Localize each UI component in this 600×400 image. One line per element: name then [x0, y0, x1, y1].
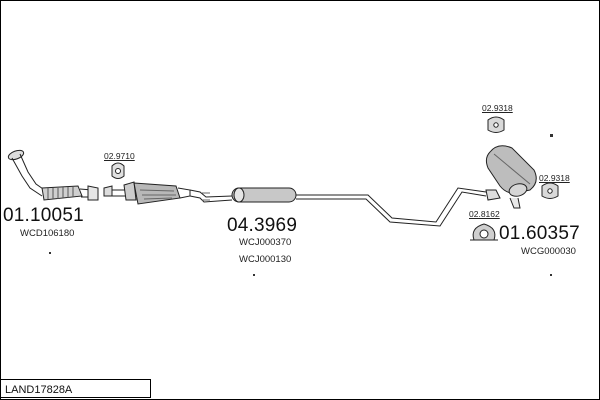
rear-hanger-side-number: 02.9318 [539, 173, 570, 183]
diagram-code-box: LAND17828A [1, 379, 151, 398]
rear-hanger-top-part[interactable] [487, 116, 505, 133]
rear-hanger-side-part[interactable] [541, 182, 559, 199]
rear-clamp-number: 02.8162 [469, 209, 500, 219]
middle-silencer-ref-1: WCJ000370 [239, 237, 292, 248]
middle-silencer-ref-2: WCJ000130 [239, 254, 292, 265]
rear-silencer-part[interactable] [485, 145, 537, 209]
front-hanger-part[interactable] [111, 162, 125, 179]
middle-silencer-part[interactable] [231, 187, 487, 227]
diagram-code: LAND17828A [5, 384, 73, 396]
front-pipe-part[interactable] [7, 149, 99, 201]
rear-clamp-part[interactable] [470, 223, 498, 241]
front-pipe-number: 01.10051 [3, 205, 84, 226]
catalyst-part[interactable] [103, 181, 233, 205]
rear-hanger-top-number: 02.9318 [482, 103, 513, 113]
rear-silencer-number: 01.60357 [499, 223, 580, 244]
front-hanger-number: 02.9710 [104, 151, 135, 161]
front-pipe-ref: WCD106180 [20, 228, 75, 239]
middle-silencer-number: 04.3969 [227, 215, 298, 236]
reference-dots [49, 134, 553, 276]
rear-silencer-ref: WCG000030 [521, 246, 576, 257]
